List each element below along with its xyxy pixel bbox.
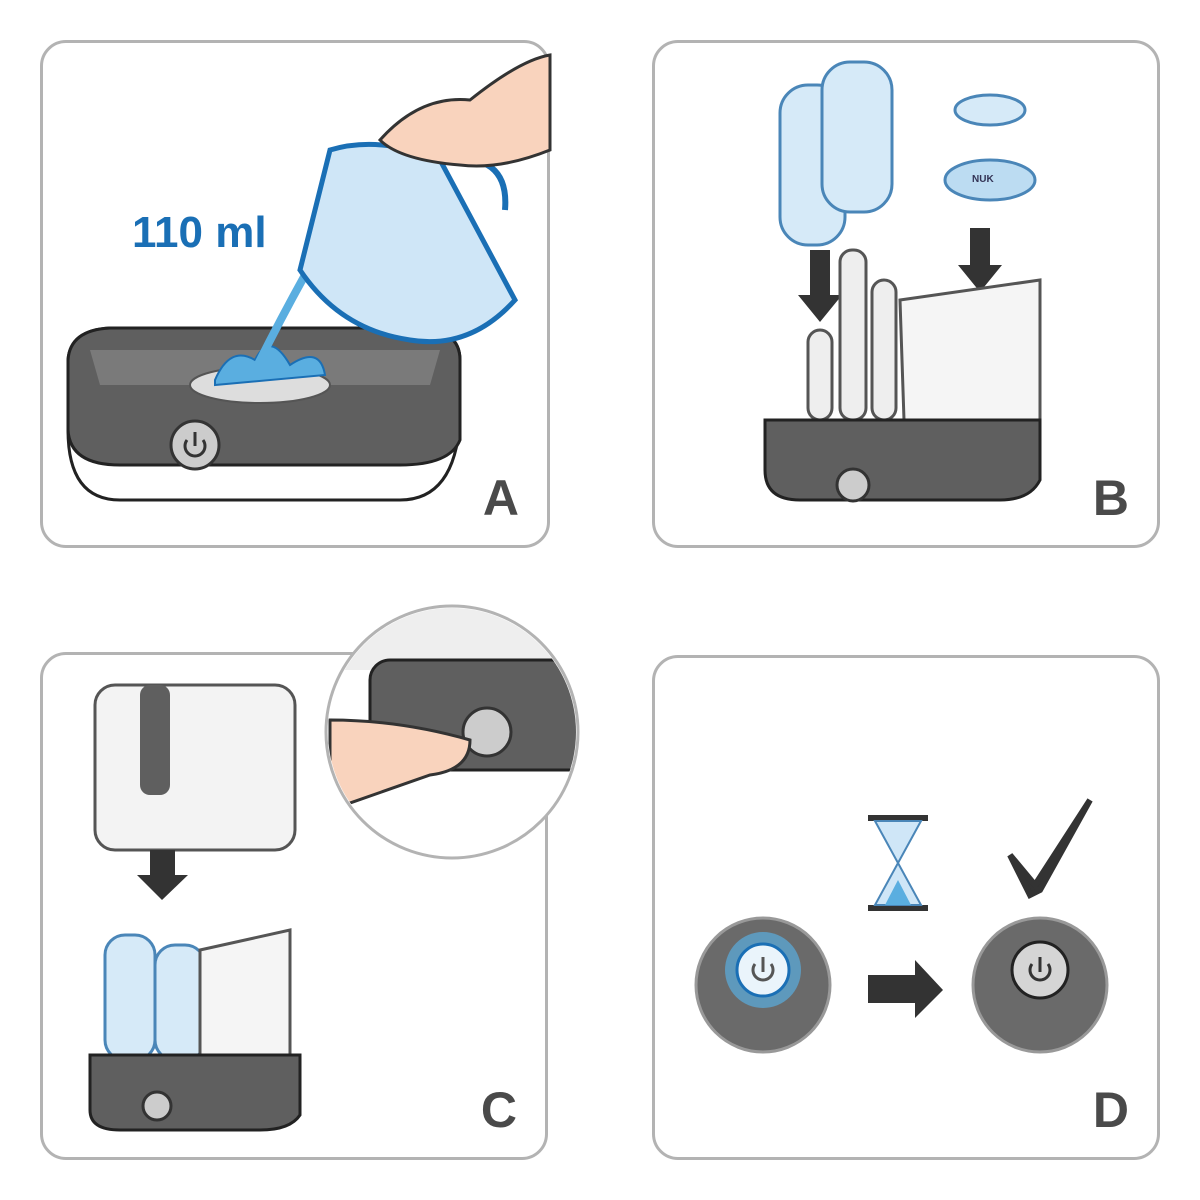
arrow-right-icon xyxy=(868,960,943,1018)
load-rack-illustration xyxy=(763,60,1042,503)
arrow-down-icon xyxy=(958,228,1002,292)
arrow-down-icon xyxy=(137,850,188,900)
step-panel-c: C xyxy=(40,652,548,1160)
ring-brand-text: NUK xyxy=(972,174,994,185)
measuring-jug-icon xyxy=(297,141,519,345)
nuk-ring-icon xyxy=(943,158,1037,202)
step-panel-a: A xyxy=(40,40,550,548)
finger-icon xyxy=(328,718,472,813)
hand-icon xyxy=(377,53,552,168)
step-letter: B xyxy=(1092,470,1129,526)
step-letter: D xyxy=(1092,1082,1129,1138)
status-illustration xyxy=(694,798,1109,1054)
step-letter: C xyxy=(480,1082,517,1138)
step-letter: A xyxy=(482,470,519,526)
power-button-icon xyxy=(461,706,513,758)
hourglass-icon xyxy=(868,815,928,911)
checkmark-icon xyxy=(1007,798,1093,900)
cover-and-start-illustration xyxy=(88,604,580,1132)
water-volume-label: 110 ml xyxy=(132,208,267,257)
step-panel-b: B xyxy=(652,40,1160,548)
pour-water-illustration xyxy=(66,53,552,502)
arrow-down-icon xyxy=(798,250,842,322)
step-panel-d: D xyxy=(652,655,1160,1160)
lid-icon xyxy=(93,683,297,852)
teat-icon xyxy=(953,93,1027,127)
